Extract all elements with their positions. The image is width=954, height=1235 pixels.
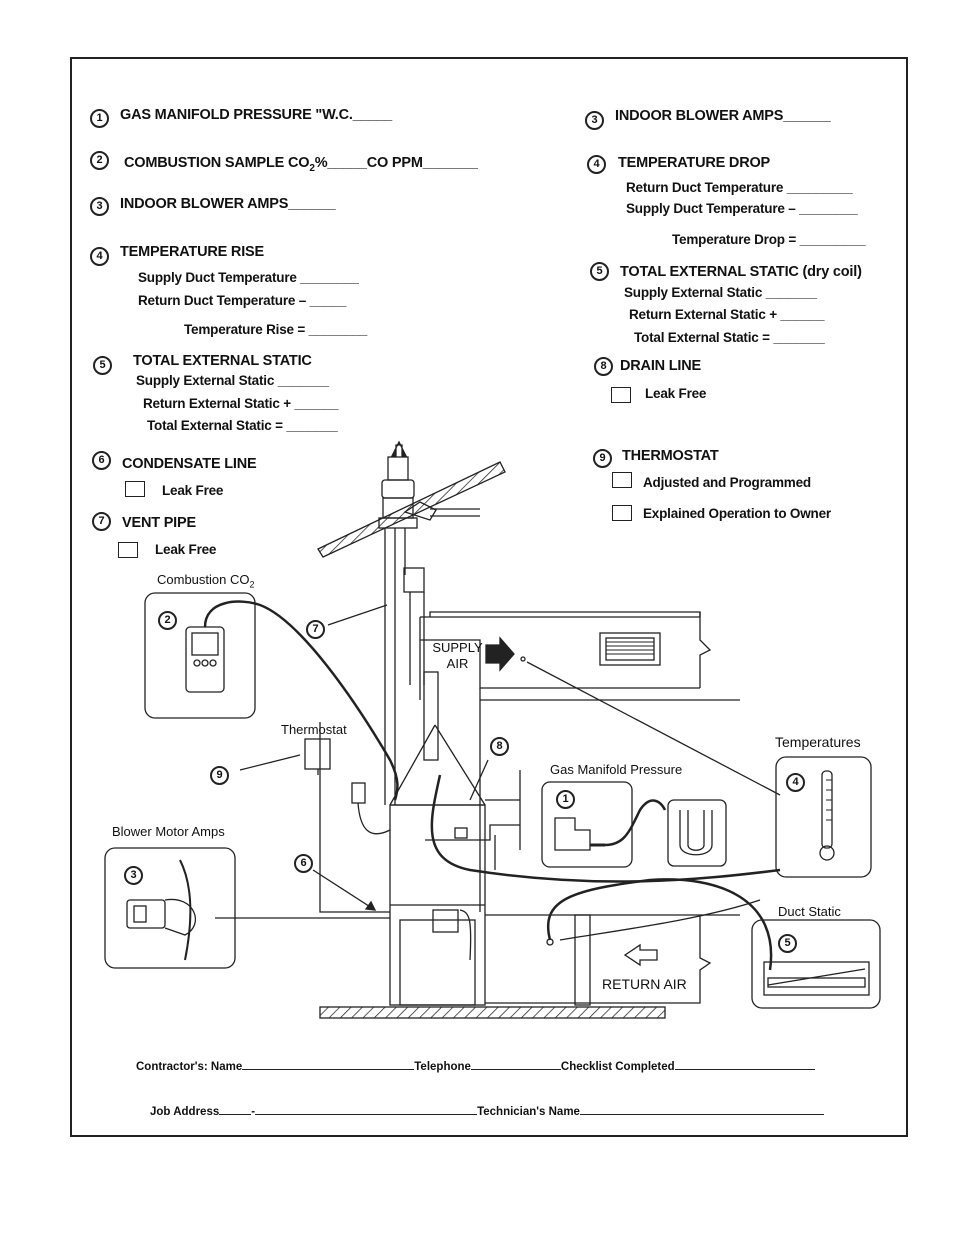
return-duct-temp-field: Return Duct Temperature – _____ — [138, 293, 347, 308]
condensate-leak-free-label: Leak Free — [162, 483, 224, 498]
temperature-rise-field: Temperature Rise = ________ — [184, 322, 368, 337]
combustion-co2-label: Combustion CO2 — [157, 572, 255, 590]
thermostat-label: Thermostat — [281, 722, 347, 737]
step-number-9: 9 — [593, 449, 612, 468]
contractor-name-field[interactable] — [242, 1059, 415, 1070]
job-address-field-1[interactable] — [219, 1104, 252, 1115]
vent-pipe-heading: VENT PIPE — [122, 515, 196, 531]
vent-leak-free-label: Leak Free — [155, 542, 217, 557]
total-external-static-heading: TOTAL EXTERNAL STATIC — [133, 353, 312, 369]
technician-name-field[interactable] — [579, 1104, 824, 1115]
supply-external-static-field: Supply External Static _______ — [136, 373, 329, 388]
step-number-6: 6 — [92, 451, 111, 470]
temperatures-label: Temperatures — [775, 734, 861, 750]
total-external-static-dry-coil-heading: TOTAL EXTERNAL STATIC (dry coil) — [620, 264, 862, 280]
temperature-drop-field: Temperature Drop = _________ — [672, 232, 866, 247]
condensate-leak-free-checkbox[interactable] — [125, 481, 145, 497]
drain-leak-free-label: Leak Free — [645, 386, 707, 401]
callout-3: 3 — [124, 866, 143, 885]
right-supply-external-static-field: Supply External Static _______ — [624, 285, 817, 300]
right-step-number-3: 3 — [585, 111, 604, 130]
thermostat-heading: THERMOSTAT — [622, 448, 719, 464]
checklist-frame — [70, 57, 908, 1137]
explained-operation-label: Explained Operation to Owner — [643, 506, 831, 521]
temperature-drop-heading: TEMPERATURE DROP — [618, 155, 771, 171]
step-number-1: 1 — [90, 109, 109, 128]
callout-1: 1 — [556, 790, 575, 809]
indoor-blower-amps-field: INDOOR BLOWER AMPS______ — [120, 196, 336, 212]
combustion-sample-field: COMBUSTION SAMPLE CO2%_____CO PPM_______ — [124, 155, 478, 174]
step-number-2: 2 — [90, 151, 109, 170]
callout-8: 8 — [490, 737, 509, 756]
step-number-5: 5 — [93, 356, 112, 375]
return-air-label: RETURN AIR — [602, 976, 687, 992]
checklist-completed-field[interactable] — [674, 1059, 815, 1070]
adjusted-programmed-label: Adjusted and Programmed — [643, 475, 811, 490]
step-number-3: 3 — [90, 197, 109, 216]
callout-6: 6 — [294, 854, 313, 873]
vent-leak-free-checkbox[interactable] — [118, 542, 138, 558]
gas-manifold-pressure-label: Gas Manifold Pressure — [550, 762, 683, 777]
condensate-line-heading: CONDENSATE LINE — [122, 456, 257, 472]
callout-7: 7 — [306, 620, 325, 639]
return-external-static-field: Return External Static + ______ — [143, 396, 339, 411]
step-number-8: 8 — [594, 357, 613, 376]
blower-motor-amps-label: Blower Motor Amps — [112, 824, 225, 839]
callout-2: 2 — [158, 611, 177, 630]
right-total-external-static-field: Total External Static = _______ — [634, 330, 825, 345]
right-step-number-5: 5 — [590, 262, 609, 281]
step-number-7: 7 — [92, 512, 111, 531]
telephone-field[interactable] — [470, 1059, 561, 1070]
duct-static-label: Duct Static — [778, 904, 841, 919]
right-indoor-blower-amps-field: INDOOR BLOWER AMPS______ — [615, 108, 831, 124]
adjusted-programmed-checkbox[interactable] — [612, 472, 632, 488]
job-address-field-2[interactable] — [255, 1104, 478, 1115]
right-step-number-4: 4 — [587, 155, 606, 174]
temperature-rise-heading: TEMPERATURE RISE — [120, 244, 264, 260]
explained-operation-checkbox[interactable] — [612, 505, 632, 521]
job-info-line: Job Address-Technician's Name — [150, 1104, 824, 1118]
gas-manifold-pressure-field: GAS MANIFOLD PRESSURE "W.C._____ — [120, 107, 393, 123]
supply-duct-temp-field: Supply Duct Temperature ________ — [138, 270, 359, 285]
step-number-4: 4 — [90, 247, 109, 266]
right-supply-duct-temp-field: Supply Duct Temperature – ________ — [626, 201, 858, 216]
callout-5: 5 — [778, 934, 797, 953]
drain-leak-free-checkbox[interactable] — [611, 387, 631, 403]
total-external-static-field: Total External Static = _______ — [147, 418, 338, 433]
drain-line-heading: DRAIN LINE — [620, 358, 701, 374]
callout-9: 9 — [210, 766, 229, 785]
right-return-duct-temp-field: Return Duct Temperature _________ — [626, 180, 853, 195]
callout-4: 4 — [786, 773, 805, 792]
right-return-external-static-field: Return External Static + ______ — [629, 307, 825, 322]
